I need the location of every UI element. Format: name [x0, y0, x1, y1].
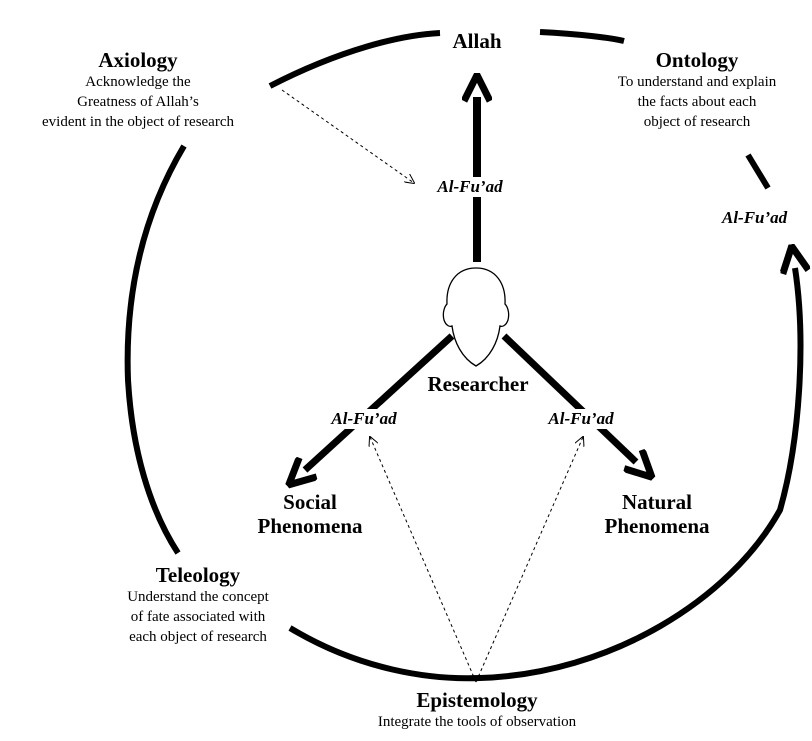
natural-phenomena-line1: Natural — [622, 490, 692, 514]
epistemology-title: Epistemology — [416, 688, 538, 712]
al-fuad-label-right-branch: Al-Fu’ad — [526, 409, 636, 429]
teleology-line-1: Understand the concept — [127, 589, 269, 605]
axiology-block: Axiology Acknowledge the Greatness of Al… — [4, 48, 272, 132]
natural-phenomena-line2: Phenomena — [604, 514, 710, 538]
al-fuad-label-left: Al-Fu’ad — [314, 409, 414, 429]
ontology-line-3: object of research — [643, 114, 751, 130]
cycle-arc-top — [268, 30, 441, 89]
axiology-title: Axiology — [98, 48, 178, 72]
cycle-arc-bottom-right — [288, 268, 800, 682]
al-fuad-label-top: Al-Fu’ad — [415, 177, 525, 197]
teleology-title: Teleology — [155, 563, 241, 587]
epistemology-block: Epistemology Integrate the tools of obse… — [346, 688, 608, 732]
cycle-arc-left — [124, 144, 187, 555]
ontology-line-2: the facts about each — [637, 94, 757, 110]
allah-label: Allah — [452, 29, 502, 53]
ontology-block: Ontology To understand and explain the f… — [586, 48, 808, 132]
cycle-arc-top-right — [539, 29, 625, 44]
teleology-line-2: of fate associated with — [130, 609, 266, 625]
ontology-line-1: To understand and explain — [617, 74, 777, 90]
dashed-epistemology-to-natural — [475, 437, 583, 683]
teleology-block: Teleology Understand the concept of fate… — [96, 563, 300, 647]
axiology-line-1: Acknowledge the — [85, 74, 191, 90]
cycle-arc-right — [745, 153, 771, 190]
axiology-line-2: Greatness of Allah’s — [77, 94, 199, 110]
social-phenomena-line2: Phenomena — [257, 514, 363, 538]
social-phenomena-label: Social Phenomena — [240, 490, 380, 538]
teleology-line-3: each object of research — [129, 629, 267, 645]
head-silhouette-icon — [442, 267, 510, 367]
epistemology-line-1: Integrate the tools of observation — [377, 714, 577, 730]
axiology-line-3: evident in the object of research — [42, 114, 234, 130]
arrow-to-natural — [501, 333, 636, 462]
dashed-axiology-to-fuad — [281, 89, 414, 183]
arrow-to-social — [305, 333, 455, 470]
researcher-label: Researcher — [427, 372, 529, 396]
ontology-title: Ontology — [655, 48, 739, 72]
dashed-epistemology-to-social — [370, 437, 477, 683]
social-phenomena-line1: Social — [283, 490, 337, 514]
al-fuad-label-right: Al-Fu’ad — [722, 208, 812, 228]
natural-phenomena-label: Natural Phenomena — [582, 490, 732, 538]
